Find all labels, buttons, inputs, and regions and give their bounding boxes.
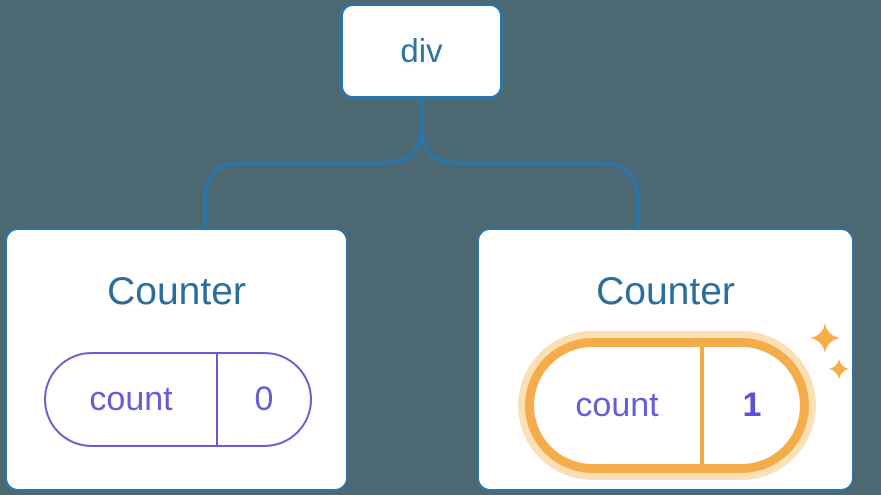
state-key-cell: count bbox=[534, 347, 704, 464]
root-node-label: div bbox=[400, 32, 443, 69]
sparkle-large bbox=[810, 323, 840, 353]
connector-right-branch bbox=[419, 100, 640, 230]
state-value-label: 0 bbox=[254, 380, 274, 418]
state-key-label: count bbox=[575, 386, 659, 424]
state-pill-highlighted: count 1 bbox=[525, 338, 809, 473]
counter-card-left: Counter count 0 bbox=[5, 228, 348, 491]
state-pill: count 0 bbox=[44, 352, 312, 447]
card-title: Counter bbox=[107, 270, 246, 313]
state-key-cell: count bbox=[46, 354, 218, 445]
connector-left-branch bbox=[203, 100, 424, 230]
state-value-cell: 0 bbox=[218, 354, 310, 445]
counter-card-right: Counter count 1 bbox=[477, 228, 854, 491]
state-key-label: count bbox=[89, 380, 173, 418]
root-node-div: div bbox=[340, 3, 503, 99]
state-value-cell: 1 bbox=[704, 347, 800, 464]
sparkles-icon bbox=[810, 323, 850, 380]
sparkle-small bbox=[828, 358, 850, 380]
state-value-label: 1 bbox=[742, 386, 762, 424]
card-title: Counter bbox=[596, 270, 735, 313]
